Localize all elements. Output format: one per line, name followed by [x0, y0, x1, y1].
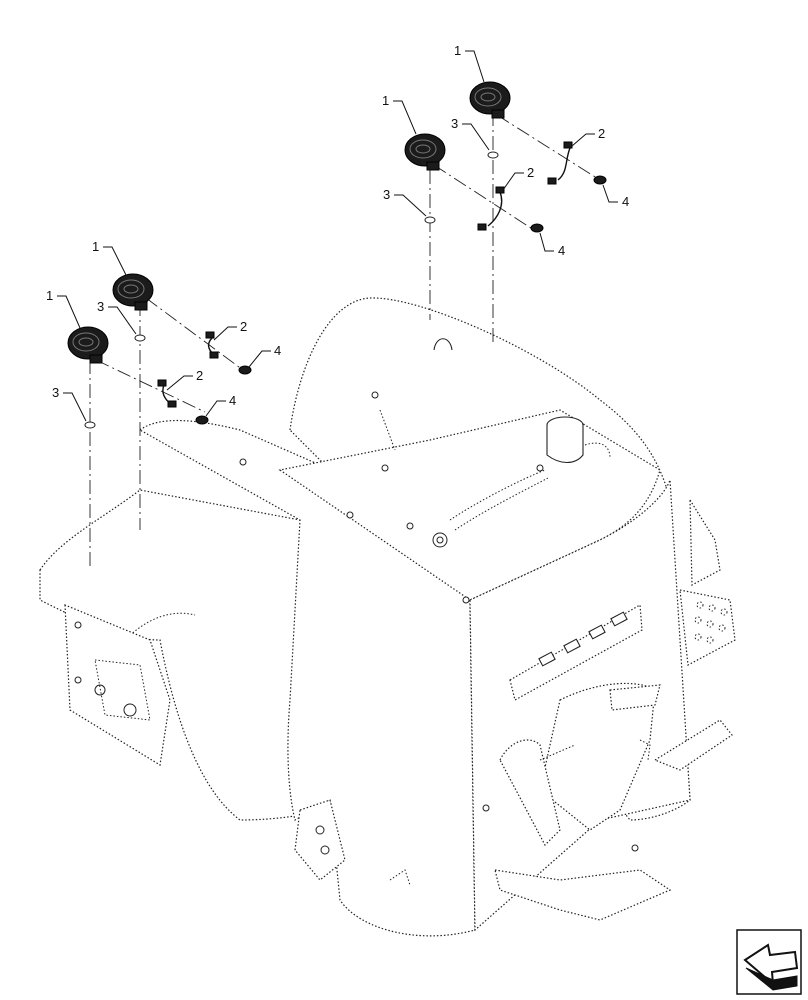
grommet-icon — [195, 175, 607, 425]
callout-2: 2 — [196, 368, 203, 383]
work-lamp-icon — [404, 133, 446, 171]
callout-3: 3 — [383, 187, 390, 202]
callout-4: 4 — [558, 243, 565, 258]
callout-2: 2 — [240, 319, 247, 334]
wire-harness-icon — [205, 331, 219, 359]
callout-1: 1 — [92, 239, 99, 254]
callout-1: 1 — [454, 43, 461, 58]
callout-2: 2 — [598, 126, 605, 141]
work-lamp-icon — [112, 273, 154, 311]
callout-3: 3 — [52, 385, 59, 400]
callout-leaders — [57, 50, 618, 422]
work-lamp-icon — [469, 81, 511, 119]
callout-1: 1 — [382, 93, 389, 108]
callout-4: 4 — [229, 393, 236, 408]
work-lamp-icon — [67, 326, 109, 364]
wire-harness-icon — [547, 141, 573, 185]
callout-4: 4 — [274, 343, 281, 358]
cab-fender-assembly — [39, 297, 736, 937]
callout-1: 1 — [46, 288, 53, 303]
callout-3: 3 — [451, 116, 458, 131]
wire-harness-icon — [477, 186, 505, 231]
callout-labels: 1 1 1 1 2 2 2 2 3 3 3 3 4 4 4 4 — [46, 43, 629, 408]
washer-icon — [84, 151, 499, 429]
next-page-arrow-icon[interactable] — [736, 929, 802, 995]
wire-harness-icon — [157, 379, 177, 408]
callout-2: 2 — [527, 165, 534, 180]
callout-3: 3 — [97, 299, 104, 314]
callout-4: 4 — [622, 194, 629, 209]
